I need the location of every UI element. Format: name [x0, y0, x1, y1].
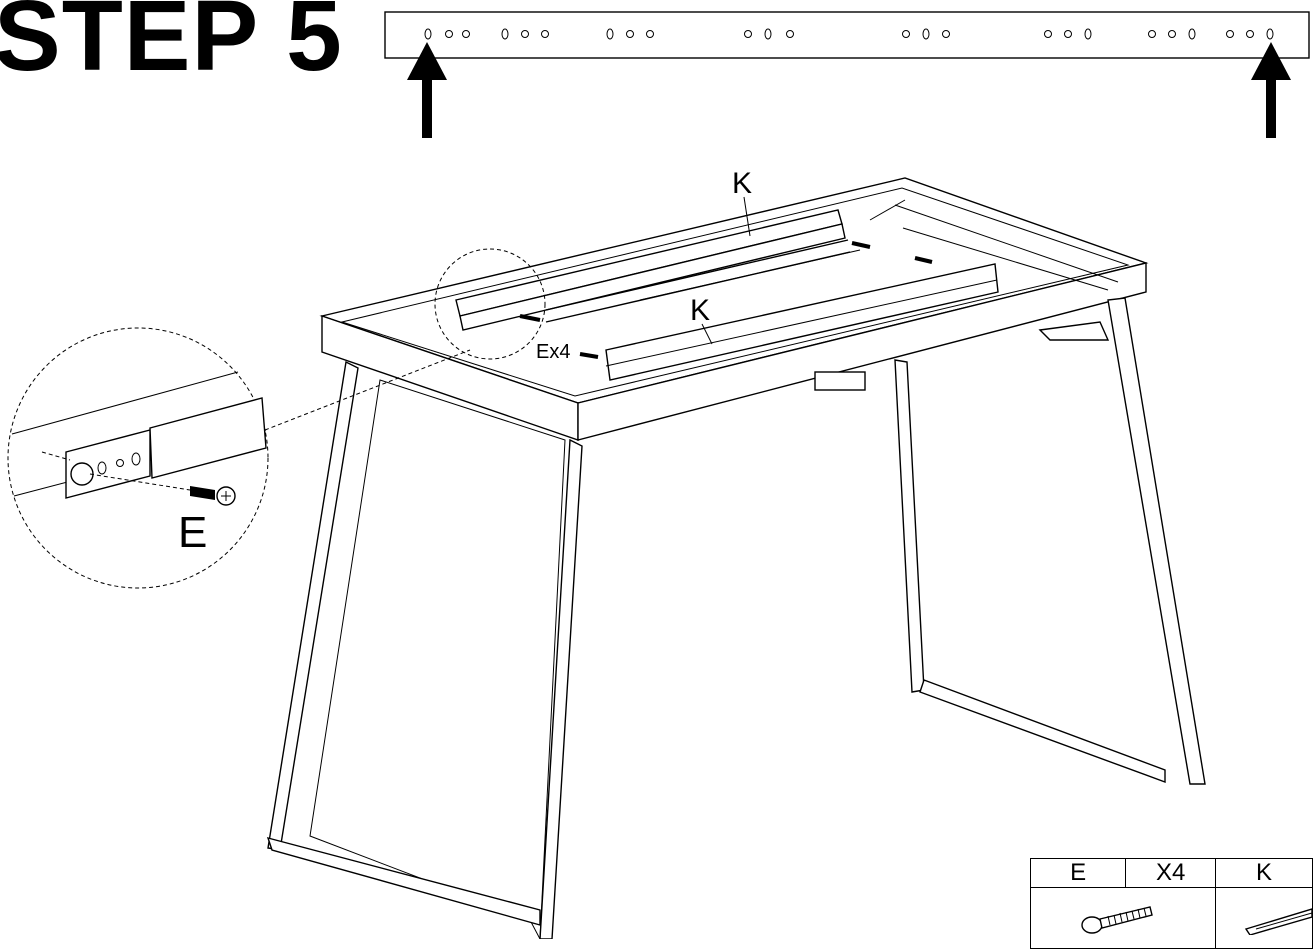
label-k-top: K: [732, 167, 752, 200]
parts-cell-screw: [1030, 887, 1216, 949]
rail-strip: [384, 11, 1310, 59]
slide-rail-k-front: [605, 263, 999, 381]
slide-k-icon: [1244, 907, 1313, 936]
label-detail-screw: E: [178, 508, 207, 557]
label-k-front: K: [690, 294, 710, 327]
table-leg-right: [894, 297, 1206, 785]
parts-header-qty: X4: [1125, 858, 1216, 888]
parts-table: E X4 K: [1029, 858, 1313, 949]
slide-rail-k-top: [455, 209, 846, 331]
step-title: STEP 5: [0, 0, 343, 92]
arrow-up-left: [407, 42, 447, 138]
table-leg-left: [266, 360, 583, 939]
cross-bar: [545, 239, 866, 391]
parts-header-k: K: [1214, 858, 1313, 888]
leader-k-top: [743, 196, 751, 237]
arrow-up-right: [1251, 42, 1291, 138]
parts-table-header-row: E X4 K: [1029, 858, 1313, 888]
parts-table-image-row: [1030, 887, 1313, 949]
screw-e-icon: [1081, 905, 1153, 934]
parts-cell-slide: [1214, 887, 1313, 949]
screw-e-main: [519, 241, 933, 359]
label-screw-callout: Ex4: [536, 341, 570, 363]
detail-highlight-circle: [434, 248, 546, 360]
table-frame: [319, 177, 1149, 441]
detail-leader-line: [264, 349, 471, 431]
leader-k-front: [701, 323, 713, 345]
detail-view: [7, 327, 269, 589]
parts-header-e: E: [1029, 858, 1127, 888]
